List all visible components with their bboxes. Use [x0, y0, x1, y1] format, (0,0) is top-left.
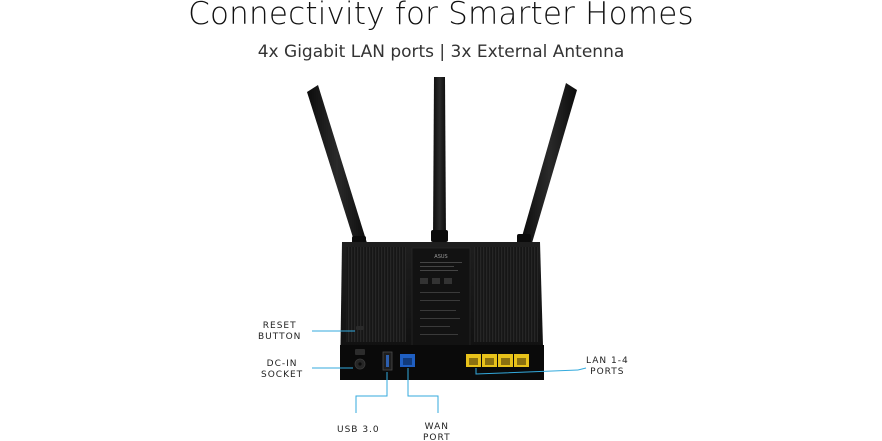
callout-dc-in-socket: DC-IN SOCKET	[261, 359, 303, 381]
callout-reset-line2: BUTTON	[258, 332, 302, 342]
callout-wan-port: WAN PORT	[423, 422, 451, 441]
callout-line-usb	[355, 372, 388, 413]
callout-line-lan	[475, 368, 579, 375]
callout-lan-ports: LAN 1-4 PORTS	[586, 356, 629, 378]
antenna-right	[517, 83, 577, 244]
callout-lines	[312, 330, 587, 413]
dc-in-socket	[354, 358, 366, 370]
antenna-left	[307, 85, 367, 247]
router-body: ASUS	[340, 242, 544, 380]
page-subtitle: 4x Gigabit LAN ports | 3x External Anten…	[257, 42, 625, 62]
callout-reset-button: RESET BUTTON	[258, 321, 301, 343]
callout-dc-in-line1: DC-IN	[266, 359, 298, 369]
callout-lan-line1: LAN 1-4	[586, 356, 629, 366]
callout-reset-line1: RESET	[262, 321, 297, 331]
reset-button	[356, 326, 364, 330]
callout-dc-in-line2: SOCKET	[261, 370, 304, 380]
usb-port	[382, 351, 393, 371]
brand-logo: ASUS	[434, 254, 447, 260]
callout-line-wan	[407, 368, 439, 413]
power-switch	[355, 349, 365, 355]
lan-ports	[466, 354, 529, 367]
wan-port	[400, 354, 415, 367]
callout-usb-port: USB 3.0	[337, 425, 380, 436]
callout-usb-line1: USB 3.0	[337, 425, 380, 435]
antenna-center	[431, 77, 448, 242]
callout-lan-line2: PORTS	[590, 367, 625, 377]
page-title: Connectivity for Smarter Homes	[188, 0, 694, 32]
callout-wan-line2: PORT	[423, 433, 451, 441]
callout-wan-line1: WAN	[424, 422, 449, 432]
